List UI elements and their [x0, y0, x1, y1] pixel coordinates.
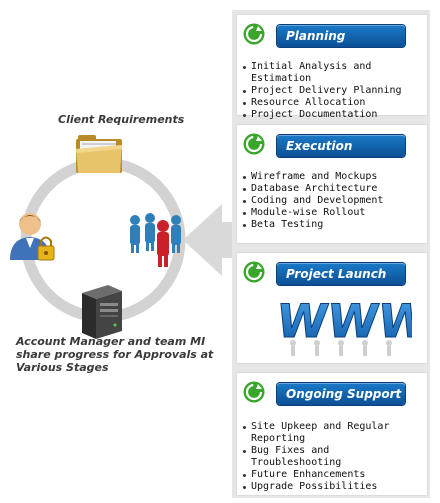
www-text: WWW — [277, 294, 412, 348]
account-manager-icon — [10, 213, 55, 261]
refresh-badge-icon — [243, 381, 265, 403]
stage-title-planning: Planning — [277, 25, 405, 47]
client-requirements-caption: Client Requirements — [58, 113, 185, 126]
stage-title-ongoing-support: Ongoing Support — [277, 383, 405, 405]
team-icon — [130, 213, 181, 267]
list-item: Site Upkeep and Regular Reporting — [242, 421, 424, 445]
stage-items-execution: Wireframe and Mockups Database Architect… — [242, 171, 424, 231]
refresh-badge-icon — [243, 133, 265, 155]
list-item: Module-wise Rollout — [242, 207, 424, 219]
stage-card-project-launch: Project Launch WWW — [236, 252, 428, 364]
server-icon — [82, 285, 122, 339]
arrow-left-icon — [183, 204, 235, 276]
list-item: Project Delivery Planning — [242, 85, 424, 97]
stage-card-execution: Execution Wireframe and Mockups Database… — [236, 124, 428, 244]
list-item: Wireframe and Mockups — [242, 171, 424, 183]
list-item: Coding and Development — [242, 195, 424, 207]
list-item: Initial Analysis and Estimation — [242, 61, 424, 85]
approval-caption: Account Manager and team MI share progre… — [16, 335, 214, 374]
stage-items-planning: Initial Analysis and Estimation Project … — [242, 61, 424, 121]
list-item: Project Documentation — [242, 109, 424, 121]
refresh-badge-icon — [243, 23, 265, 45]
list-item: Database Architecture — [242, 183, 424, 195]
list-item: Beta Testing — [242, 219, 424, 231]
folder-icon — [76, 135, 122, 173]
stage-card-planning: Planning Initial Analysis and Estimation… — [236, 14, 428, 120]
stage-title-project-launch: Project Launch — [277, 263, 405, 285]
www-graphic-icon: WWW — [277, 294, 412, 356]
list-item: Resource Allocation — [242, 97, 424, 109]
list-item: Bug Fixes and Troubleshooting — [242, 445, 424, 469]
list-item: Upgrade Possibilities — [242, 481, 424, 493]
cycle-graphic — [10, 135, 235, 339]
refresh-badge-icon — [243, 261, 265, 283]
stage-card-ongoing-support: Ongoing Support Site Upkeep and Regular … — [236, 372, 428, 496]
stage-title-execution: Execution — [277, 135, 405, 157]
stage-items-ongoing-support: Site Upkeep and Regular Reporting Bug Fi… — [242, 421, 424, 493]
list-item: Future Enhancements — [242, 469, 424, 481]
